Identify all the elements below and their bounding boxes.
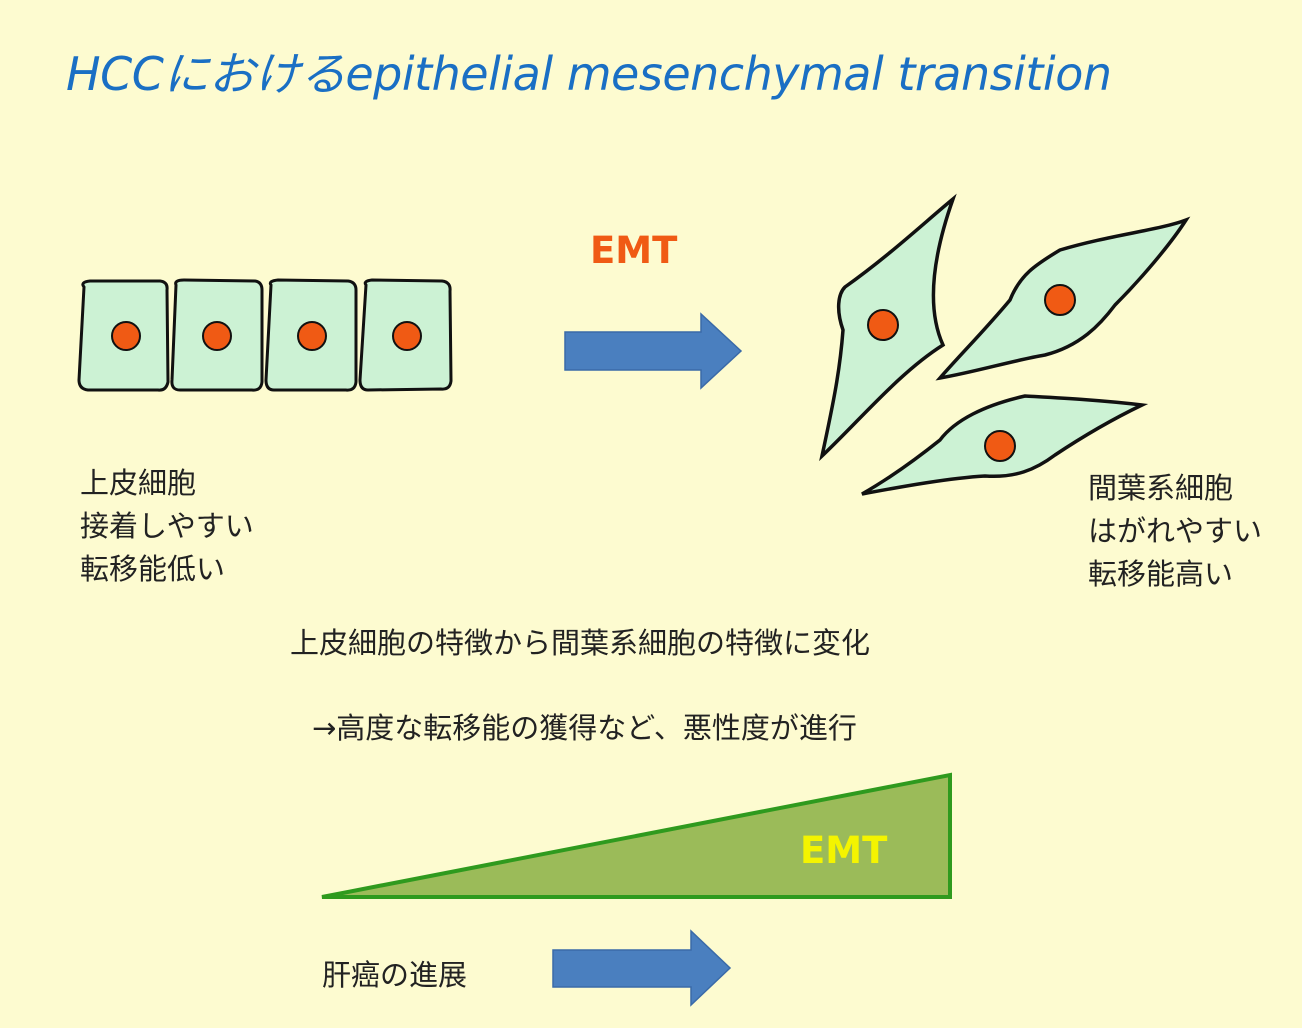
emt-arrow (564, 312, 743, 390)
statement-change: 上皮細胞の特徴から間葉系細胞の特徴に変化 (290, 626, 871, 660)
epithelial-cells (77, 278, 453, 392)
nucleus (867, 309, 899, 341)
mesenchymal-line: はがれやすい (1088, 514, 1263, 548)
mesenchymal-line: 転移能高い (1088, 557, 1234, 591)
epithelial-description: 上皮細胞 接着しやすい 転移能低い (80, 462, 254, 591)
nucleus (984, 430, 1016, 462)
emt-wedge (321, 772, 952, 899)
emt-wedge-label: EMT (800, 829, 888, 872)
epithelial-cell (77, 279, 170, 392)
mesenchymal-cell (935, 216, 1191, 381)
emt-arrow-label: EMT (590, 229, 678, 272)
nucleus (297, 321, 327, 351)
statement-progression: →高度な転移能の獲得など、悪性度が進行 (312, 711, 857, 745)
mesenchymal-description: 間葉系細胞 はがれやすい 転移能高い (1088, 467, 1262, 596)
epithelial-line: 転移能低い (80, 552, 226, 586)
mesenchymal-line: 間葉系細胞 (1088, 471, 1234, 505)
epithelial-cell (358, 278, 453, 392)
nucleus (1044, 284, 1076, 316)
mesenchymal-cell (819, 193, 957, 462)
epithelial-cell (264, 278, 358, 392)
nucleus (202, 321, 232, 351)
mesenchymal-cells (819, 193, 1191, 496)
nucleus (111, 321, 141, 351)
epithelial-cell (170, 278, 264, 392)
slide-title: HCCにおけるepithelial mesenchymal transition (66, 47, 1112, 101)
mesenchymal-cell (861, 394, 1149, 496)
nucleus (392, 321, 422, 351)
progression-label: 肝癌の進展 (322, 958, 468, 992)
progression-arrow (552, 929, 732, 1007)
epithelial-line: 接着しやすい (80, 509, 254, 543)
epithelial-line: 上皮細胞 (80, 466, 197, 500)
